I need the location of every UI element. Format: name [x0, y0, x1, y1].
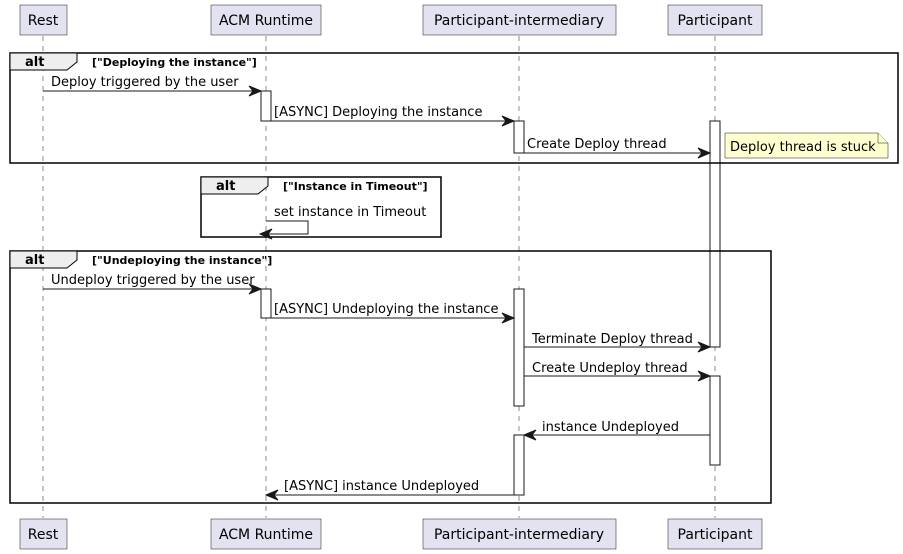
- participant-participant-top-box: [667, 4, 763, 36]
- alt-frame-deploying-keyword: alt: [25, 55, 44, 70]
- alt-frame-timeout: alt ["Instance in Timeout"]: [200, 176, 442, 238]
- message-deploy-triggered-arrowhead: [248, 85, 263, 97]
- participant-rest-bottom-label: Rest: [28, 527, 59, 543]
- message-async-deploying: [ASYNC] Deploying the instance: [271, 105, 516, 127]
- message-set-timeout: set instance in Timeout: [258, 205, 426, 240]
- activation-acm-deploy: [260, 90, 272, 122]
- alt-frame-timeout-guard: ["Instance in Timeout"]: [283, 180, 428, 193]
- participant-intermediary-bottom-box: [422, 518, 617, 550]
- alt-frame-undeploying-keyword: alt: [25, 253, 44, 268]
- participant-participant-top: Participant: [667, 4, 763, 36]
- note-deploy-thread-stuck: Deploy thread is stuck: [724, 132, 889, 159]
- participant-acm-runtime-bottom-box: [210, 518, 322, 550]
- note-deploy-thread-stuck-text: Deploy thread is stuck: [730, 140, 876, 155]
- message-undeploy-triggered: Undeploy triggered by the user: [43, 273, 263, 295]
- message-create-undeploy-thread: Create Undeploy thread: [524, 361, 712, 382]
- message-instance-undeployed-arrowhead: [522, 429, 537, 441]
- participant-intermediary-bottom-label: Participant-intermediary: [434, 527, 604, 543]
- participant-participant-bottom-label: Participant: [678, 527, 753, 543]
- participant-acm-runtime-top-label: ACM Runtime: [219, 13, 313, 29]
- participant-intermediary-top-label: Participant-intermediary: [434, 13, 604, 29]
- participant-acm-runtime-top: ACM Runtime: [210, 4, 322, 36]
- message-set-timeout-label: set instance in Timeout: [274, 205, 426, 220]
- participant-acm-runtime-bottom-label: ACM Runtime: [219, 527, 313, 543]
- message-async-instance-undeployed-arrowhead: [264, 489, 279, 501]
- message-create-undeploy-thread-arrowhead: [697, 370, 712, 382]
- message-terminate-deploy-thread-arrowhead: [697, 341, 712, 353]
- alt-frame-timeout-box: [200, 176, 442, 238]
- activation-pi-deploy: [513, 120, 525, 154]
- participant-rest-top-label: Rest: [28, 13, 59, 29]
- alt-frame-timeout-tab: [200, 176, 269, 195]
- participant-intermediary-top: Participant-intermediary: [422, 4, 617, 36]
- participant-rest-top-box: [19, 4, 68, 36]
- participant-rest-bottom: Rest: [19, 518, 68, 550]
- participant-rest-top: Rest: [19, 4, 68, 36]
- activation-acm-undeploy: [260, 288, 272, 319]
- message-async-deploying-label: [ASYNC] Deploying the instance: [274, 105, 482, 120]
- participant-intermediary-bottom: Participant-intermediary: [422, 518, 617, 550]
- message-create-deploy-thread-arrowhead: [697, 147, 712, 159]
- message-async-undeploying-label: [ASYNC] Undeploying the instance: [274, 302, 498, 317]
- message-async-deploying-arrowhead: [501, 115, 516, 127]
- alt-frame-undeploying: alt ["Undeploying the instance"]: [9, 250, 772, 504]
- message-create-undeploy-thread-label: Create Undeploy thread: [532, 361, 688, 376]
- message-undeploy-triggered-label: Undeploy triggered by the user: [51, 273, 255, 288]
- message-undeploy-triggered-arrowhead: [248, 283, 263, 295]
- participant-intermediary-top-box: [422, 4, 617, 36]
- alt-frame-undeploying-box: [9, 250, 772, 504]
- activation-participant-deploy-thread: [709, 120, 721, 348]
- alt-frame-deploying-box: [9, 52, 899, 164]
- note-deploy-thread-stuck-shape: [724, 132, 889, 159]
- message-instance-undeployed-label: instance Undeployed: [542, 420, 679, 435]
- message-terminate-deploy-thread-label: Terminate Deploy thread: [531, 332, 693, 347]
- message-deploy-triggered-label: Deploy triggered by the user: [51, 75, 239, 90]
- message-set-timeout-arrowhead: [258, 228, 273, 240]
- message-set-timeout-line: [262, 220, 309, 235]
- participant-participant-top-label: Participant: [678, 13, 753, 29]
- participant-participant-bottom: Participant: [667, 518, 763, 550]
- message-deploy-triggered: Deploy triggered by the user: [43, 75, 263, 97]
- alt-frame-deploying-tab: [9, 52, 78, 71]
- message-create-deploy-thread: Create Deploy thread: [524, 137, 712, 159]
- activation-participant-undeploy-thread: [709, 375, 721, 466]
- message-terminate-deploy-thread: Terminate Deploy thread: [524, 332, 712, 353]
- alt-frame-timeout-keyword: alt: [216, 179, 235, 194]
- participant-rest-bottom-box: [19, 518, 68, 550]
- message-async-instance-undeployed: [ASYNC] instance Undeployed: [264, 479, 514, 501]
- activation-pi-undeployed: [513, 434, 525, 496]
- message-instance-undeployed: instance Undeployed: [522, 420, 710, 441]
- message-async-undeploying: [ASYNC] Undeploying the instance: [271, 302, 516, 324]
- participant-participant-bottom-box: [667, 518, 763, 550]
- note-deploy-thread-stuck-fold: [877, 133, 888, 144]
- alt-frame-deploying-guard: ["Deploying the instance"]: [92, 56, 257, 69]
- alt-frame-undeploying-tab: [9, 250, 78, 269]
- message-async-undeploying-arrowhead: [501, 312, 516, 324]
- activation-pi-undeploy: [513, 288, 525, 407]
- message-async-instance-undeployed-label: [ASYNC] instance Undeployed: [284, 479, 479, 494]
- message-create-deploy-thread-label: Create Deploy thread: [527, 137, 667, 152]
- participant-acm-runtime-top-box: [210, 4, 322, 36]
- alt-frame-undeploying-guard: ["Undeploying the instance"]: [92, 254, 272, 267]
- alt-frame-deploying: alt ["Deploying the instance"]: [9, 52, 899, 164]
- participant-acm-runtime-bottom: ACM Runtime: [210, 518, 322, 550]
